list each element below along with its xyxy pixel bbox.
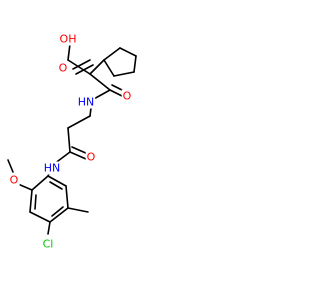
bond-layer [7, 43, 137, 235]
atom-label-methoxy-o: O [10, 174, 19, 187]
bond-ch2-1-ch2-2 [67, 115, 91, 129]
molecule-structure: OH O O HN O HN O Cl [7, 32, 137, 251]
molecule-canvas: OH O O HN O HN O Cl [7, 32, 137, 251]
bond-ar-5 [65, 185, 69, 209]
atom-label-background [57, 61, 69, 75]
bond-ar-methoxy-o [17, 183, 33, 191]
bond-ring-1 [103, 47, 121, 61]
bond-ar-inner-2 [51, 206, 64, 217]
atom-label-background [76, 95, 96, 109]
bond-amide2-c-o-a [69, 151, 87, 160]
bond-ar-methyl [67, 207, 89, 213]
atom-label-background [41, 237, 55, 251]
bond-ar-inner-1 [34, 194, 37, 210]
bond-ar-cl [47, 221, 51, 235]
atom-label-background [85, 150, 97, 164]
atom-label-hydroxyl: OH [60, 33, 77, 46]
bond-amide2-c-o-b [71, 146, 89, 155]
bond-ar-4 [49, 207, 69, 223]
bond-methoxy-o-ch3 [7, 159, 14, 173]
atom-label-amide1-nh: HN [78, 96, 95, 109]
atom-background-layer [8, 32, 133, 251]
bond-alpha-amide1-c [89, 73, 111, 91]
bond-alpha-cyclopentyl [89, 59, 105, 75]
bond-ring-2 [119, 47, 137, 57]
bond-ar-2 [29, 189, 33, 213]
atom-label-amide2-o: O [87, 151, 96, 164]
atom-label-amide1-o: O [123, 90, 132, 103]
bond-ch2-2-amide2-c [67, 127, 71, 153]
atom-label-background [58, 32, 78, 46]
bond-acid-c-o-double-a [72, 59, 91, 70]
bond-ar-1 [31, 175, 49, 191]
bond-ring-3 [133, 55, 137, 73]
atom-label-acid-carbonyl-o: O [59, 62, 68, 75]
bond-oh-c [67, 43, 71, 61]
atom-label-chloro: Cl [43, 238, 54, 251]
bond-acid-c-o-double-b [75, 64, 94, 75]
bond-ring-4 [113, 71, 135, 77]
atom-label-layer: OH O O HN O HN O Cl [10, 33, 132, 251]
bond-acid-c-alpha [67, 59, 91, 75]
bond-ring-5 [103, 59, 115, 77]
bond-ar-inner-3 [49, 181, 63, 190]
atom-label-background [42, 161, 62, 175]
bond-ar-3 [29, 211, 51, 223]
atom-label-background [8, 173, 20, 187]
bond-ar-6 [47, 175, 67, 187]
atom-label-amide2-nh: HN [44, 162, 61, 175]
atom-label-background [121, 89, 133, 103]
